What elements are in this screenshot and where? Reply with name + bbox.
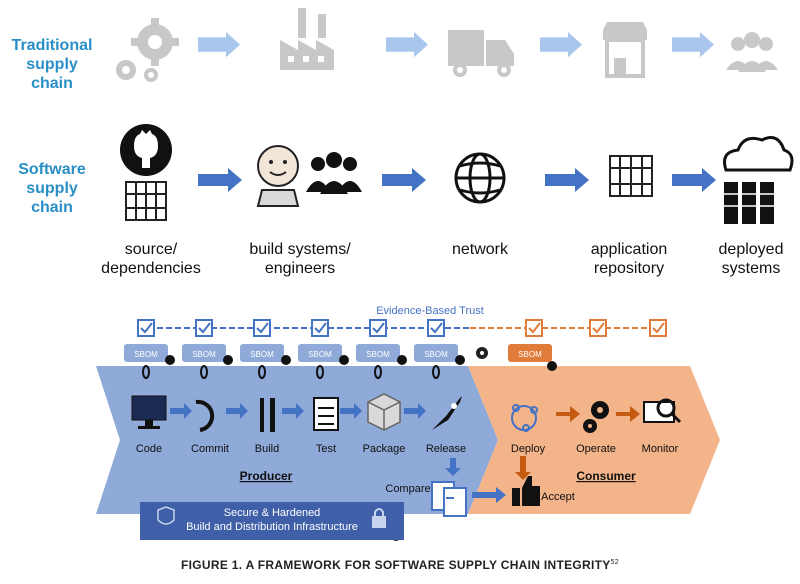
step-monitor-label: Monitor <box>642 443 679 455</box>
gears-icon <box>116 18 179 82</box>
stage-network-label: network <box>451 241 509 258</box>
thumbs-up-icon <box>512 476 540 506</box>
stage-deployed-label: deployed systems <box>718 241 784 277</box>
figure-caption-text: FIGURE 1. A FRAMEWORK FOR SOFTWARE SUPPL… <box>181 558 611 572</box>
accept-label: Accept <box>541 491 575 503</box>
stage-repository-label: application repository <box>590 241 668 277</box>
build-tools-icon <box>260 398 275 432</box>
step-test-label: Test <box>316 443 336 455</box>
github-icon <box>120 124 172 176</box>
producer-label: Producer <box>240 469 293 483</box>
sbom-label: SBOM <box>424 350 448 359</box>
factory-icon <box>280 8 334 70</box>
producer-process-arrows <box>170 403 506 503</box>
step-commit-label: Commit <box>191 443 229 455</box>
step-code-label: Code <box>136 443 162 455</box>
code-monitor-icon <box>131 395 167 429</box>
commit-cycle-icon <box>195 399 215 432</box>
sbom-label: SBOM <box>250 350 274 359</box>
gear-check-icon <box>476 347 488 359</box>
software-arrows <box>198 168 716 192</box>
sbom-label: SBOM <box>134 350 158 359</box>
sbom-label: SBOM <box>366 350 390 359</box>
padlock-icon <box>372 508 386 528</box>
test-checklist-icon <box>313 397 339 431</box>
step-deploy-label: Deploy <box>511 443 546 455</box>
deploy-network-icon <box>511 404 538 432</box>
globe-icon <box>454 152 506 204</box>
release-rocket-icon <box>432 396 462 430</box>
sbom-label: SBOM <box>192 350 216 359</box>
infrastructure-line1: Secure & Hardened <box>224 507 321 519</box>
engineers-icon <box>306 152 362 194</box>
step-package-label: Package <box>363 443 406 455</box>
cloud-servers-icon <box>723 136 794 224</box>
consumer-band <box>468 366 720 514</box>
truck-icon <box>448 30 514 77</box>
step-operate-label: Operate <box>576 443 616 455</box>
software-supply-chain-label: Software supply chain <box>18 161 86 216</box>
compare-label: Compare <box>385 483 430 495</box>
consumer-label: Consumer <box>576 469 636 483</box>
link-icons <box>142 365 440 379</box>
people-icon <box>726 32 778 72</box>
step-release-label: Release <box>426 443 466 455</box>
sbom-tags <box>124 344 552 362</box>
consumer-process-arrows <box>515 406 640 480</box>
evidence-based-trust-label: Evidence-Based Trust <box>376 305 484 317</box>
traditional-arrows <box>198 32 714 58</box>
stage-build-label: build systems/ engineers <box>249 241 351 277</box>
monitor-magnifier-icon <box>643 398 682 424</box>
jenkins-icon <box>256 145 300 207</box>
store-icon <box>603 22 647 78</box>
figure-caption-ref: 52 <box>610 559 619 566</box>
package-box-icon <box>367 393 401 431</box>
operate-gears-icon <box>583 401 609 433</box>
step-build-label: Build <box>255 443 279 455</box>
infrastructure-box <box>140 502 404 540</box>
figure-caption: FIGURE 1. A FRAMEWORK FOR SOFTWARE SUPPL… <box>0 558 800 572</box>
compare-documents-icon <box>431 481 467 517</box>
evidence-checkboxes <box>137 319 667 337</box>
shield-icon <box>157 506 175 525</box>
sbom-label: SBOM <box>308 350 332 359</box>
crate-icon <box>125 181 167 221</box>
stage-source-label: source/ dependencies <box>101 241 201 277</box>
traditional-supply-chain-label: Traditional supply chain <box>11 37 93 92</box>
repository-crate-icon <box>609 155 653 197</box>
sbom-label: SBOM <box>518 350 542 359</box>
infrastructure-line2: Build and Distribution Infrastructure <box>186 521 358 533</box>
